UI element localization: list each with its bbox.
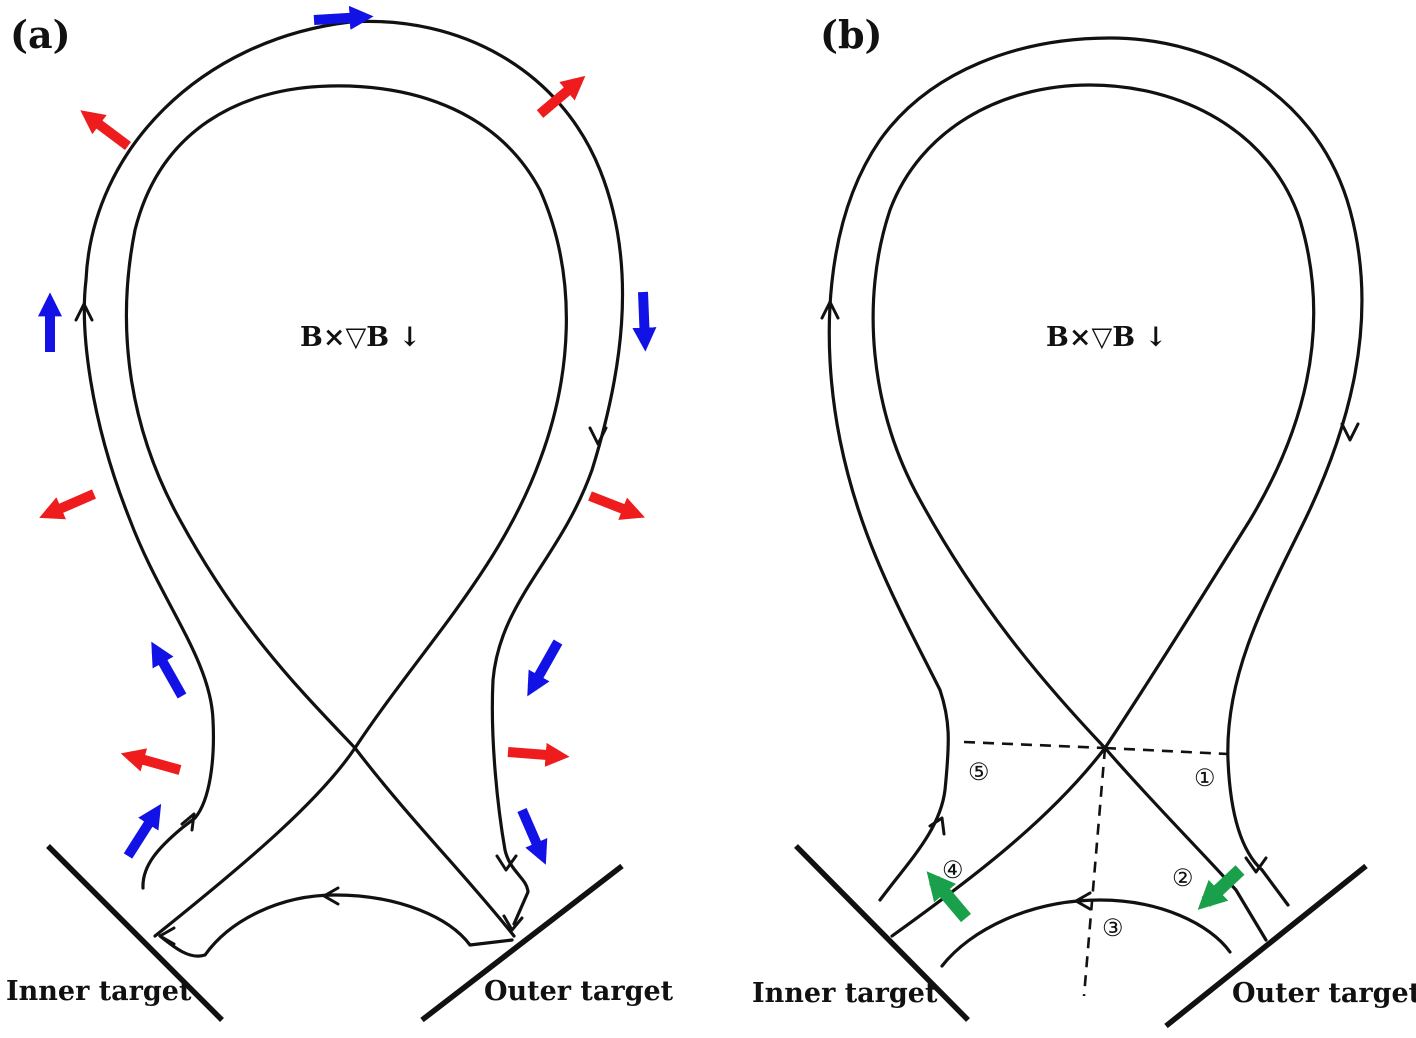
panel-b-inner-target-label: Inner target (752, 978, 938, 1009)
panel-a-flow-arrow-private (322, 886, 340, 906)
panel-a-red-arrow-6 (507, 742, 570, 767)
panel-b-dashed-separator-down (1082, 747, 1107, 997)
panel-b-region-3: ③ (1102, 914, 1124, 942)
panel-a-red-arrow-3 (39, 489, 96, 520)
panel-b-flow-arrow-private (1074, 891, 1092, 911)
panel-b-dashed-separator-right (1104, 746, 1229, 756)
panel-a-outer-target-plate (420, 863, 624, 1023)
panel-b-flow-arrow-up (820, 300, 840, 320)
panel-a-label: (a) (10, 12, 71, 57)
panel-a-flow-arrow-up (74, 302, 94, 322)
panel-a-drift-label: B×▽B ↓ (300, 322, 421, 353)
panel-a-red-arrow-1 (80, 110, 131, 150)
panel-a-flow-arrow-inner-leg (180, 812, 196, 832)
panel-a-flow-arrow-down (588, 426, 608, 446)
panel-b-flow-arrow-down (1340, 422, 1360, 442)
panel-a-blue-arrow-4 (151, 641, 187, 699)
panel-b-drift-label: B×▽B ↓ (1046, 322, 1167, 353)
panel-b-outer-flux-line (827, 36, 1364, 902)
panel-b-separatrix (871, 83, 1316, 942)
panel-b-dashed-separator-left (963, 740, 1106, 750)
panel-a-private-flux-line (158, 893, 514, 958)
panel-a: (a) B×▽B ↓ Inner target Outer target (6, 5, 674, 1023)
panel-a-outer-flux-line (82, 19, 625, 926)
panel-b-outer-target-plate (1164, 863, 1368, 1029)
panel-a-outer-target-label: Outer target (484, 976, 674, 1007)
panel-b-private-flux-line (940, 898, 1232, 968)
panel-b-label: (b) (820, 12, 883, 57)
panel-a-red-arrow-4 (588, 491, 645, 520)
panel-b-region-5: ⑤ (968, 758, 990, 786)
panel-a-red-arrow-5 (120, 748, 182, 775)
panel-a-separatrix (124, 84, 568, 938)
panel-a-blue-arrow-1 (313, 5, 374, 30)
panel-b-region-2: ② (1172, 864, 1194, 892)
panel-a-blue-arrow-3 (632, 291, 657, 352)
panel-a-blue-arrow-6 (123, 803, 162, 859)
panel-b-region-1: ① (1194, 764, 1216, 792)
panel-a-flow-arrow-inner-target (158, 926, 176, 946)
panel-b-green-arrow-left (926, 871, 971, 923)
panel-a-flow-arrow-outer-target (502, 914, 524, 932)
panel-b: (b) B×▽B ↓ ① ② ③ ④ ⑤ (752, 12, 1416, 1029)
panel-a-inner-target-label: Inner target (6, 976, 192, 1007)
panel-b-outer-leg-line (1260, 868, 1290, 907)
panel-a-inner-target-plate (46, 844, 224, 1022)
panel-a-blue-arrow-7 (517, 808, 548, 865)
panel-b-inner-target-plate (794, 844, 970, 1022)
panel-b-region-4: ④ (942, 856, 964, 884)
panel-a-blue-arrow-5 (527, 639, 563, 697)
panel-a-flow-arrow-outer-leg (495, 854, 518, 872)
panel-a-red-arrow-2 (536, 75, 586, 118)
panel-b-flow-arrow-inner-leg (928, 816, 946, 836)
panel-b-outer-target-label: Outer target (1232, 978, 1416, 1009)
panel-b-flow-arrow-outer-leg (1244, 856, 1268, 874)
panel-b-green-arrow-right (1197, 865, 1245, 910)
